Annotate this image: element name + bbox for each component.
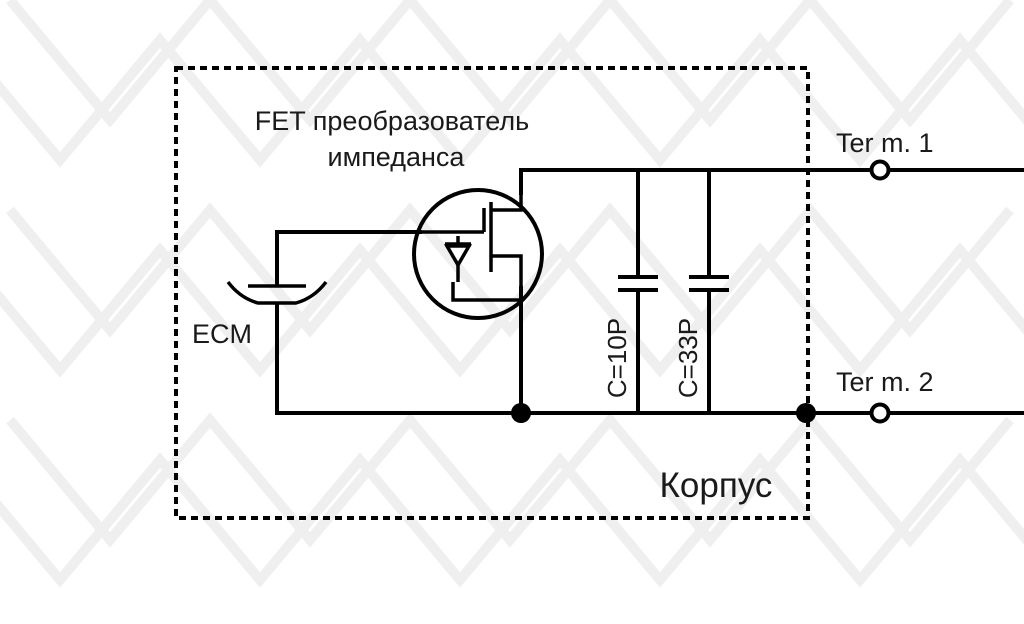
terminal-1-label: Ter m. 1 — [836, 128, 934, 158]
housing-label: Корпус — [660, 466, 773, 505]
circuit-wires — [275, 168, 1024, 415]
junction-dot — [796, 403, 816, 423]
background-watermark — [0, 0, 1024, 588]
ecm-microphone-symbol — [226, 280, 328, 305]
ecm-label: ECM — [192, 319, 252, 349]
capacitor-33p-symbol — [689, 275, 729, 292]
housing-boundary — [174, 66, 810, 520]
capacitor-33p-label: C=33P — [673, 318, 703, 398]
fet-label-line2: импеданса — [328, 142, 466, 172]
fet-label-line1: FET преобразователь — [255, 106, 529, 136]
capacitor-10p-label: C=10P — [602, 318, 632, 398]
fet-transistor-symbol — [412, 188, 544, 320]
terminal-2-label: Ter m. 2 — [836, 367, 934, 397]
terminal-2-icon — [869, 402, 891, 424]
terminal-1-icon — [869, 159, 891, 181]
junction-dot — [511, 403, 531, 423]
capacitor-10p-symbol — [618, 275, 658, 292]
